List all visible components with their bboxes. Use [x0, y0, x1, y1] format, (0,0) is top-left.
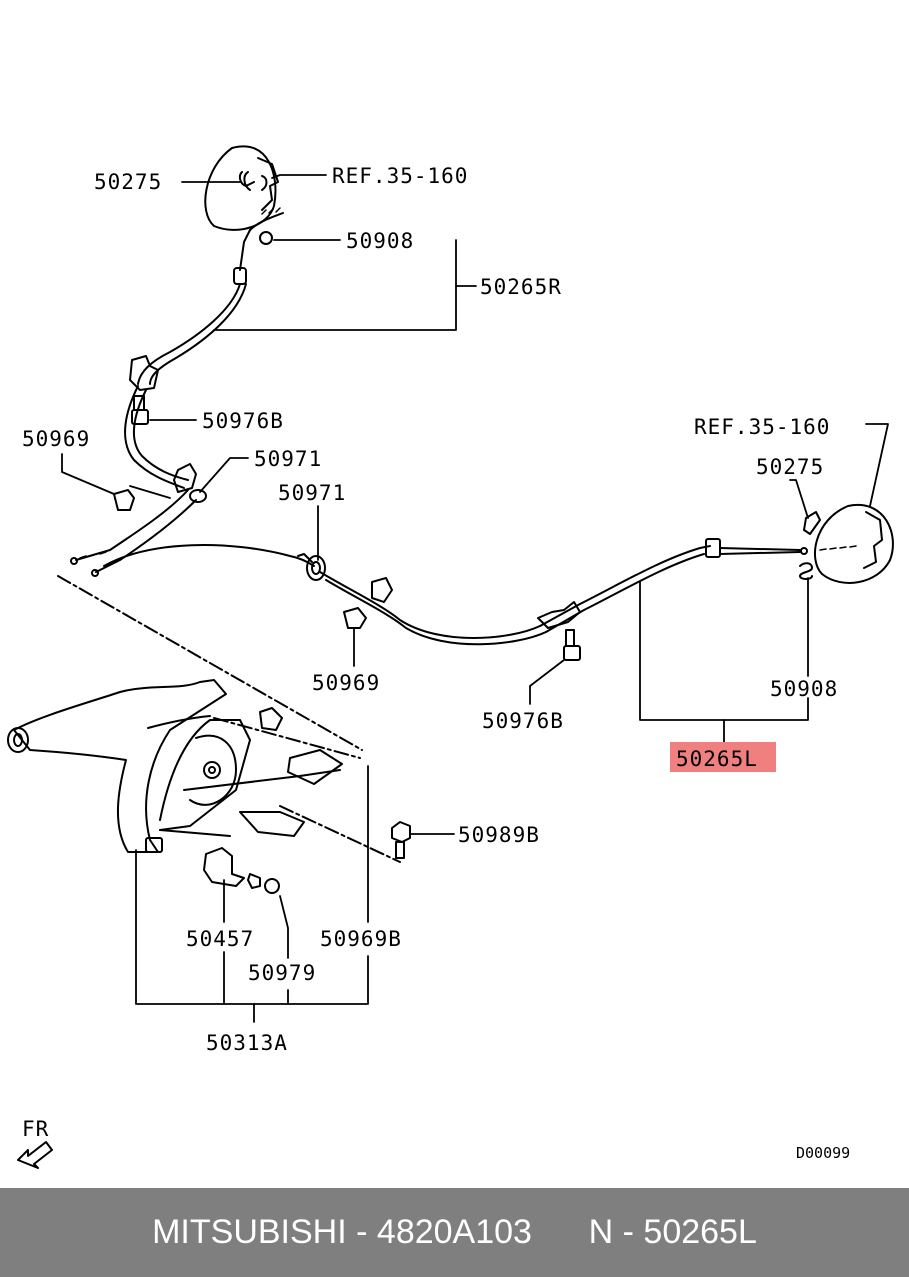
clip-50969-upper: [113, 489, 135, 511]
label-50971-upper: 50971: [254, 447, 322, 471]
cable-front-upper: [75, 489, 189, 561]
reference-number: 50265L: [643, 1213, 757, 1251]
bolt-50976b-lower: [563, 629, 581, 661]
label-ref-right: REF.35-160: [332, 164, 468, 188]
n-label: N: [588, 1213, 614, 1251]
label-50908-right: 50908: [346, 229, 414, 253]
label-50971-lower: 50971: [278, 481, 346, 505]
nut-50908-right: [259, 231, 273, 245]
bolt-50989b: [391, 821, 411, 859]
spring-50908-left: [799, 562, 813, 580]
alignment-line-3: [279, 805, 401, 863]
spacer: [532, 1213, 589, 1252]
label-50969-upper: 50969: [22, 427, 90, 451]
separator: -: [613, 1213, 644, 1251]
part-number: 4820A103: [376, 1213, 532, 1251]
clip-50275-left: [803, 511, 821, 535]
label-50969b: 50969B: [320, 927, 402, 951]
label-50265r: 50265R: [480, 275, 562, 299]
alignment-line-1: [57, 575, 363, 751]
label-50313a: 50313A: [206, 1031, 288, 1055]
label-50976b-upper: 50976B: [202, 409, 284, 433]
separator: -: [346, 1213, 377, 1251]
highlight-50265l: [670, 742, 776, 772]
label-ref-left: REF.35-160: [694, 415, 830, 439]
label-50275-right: 50275: [94, 170, 162, 194]
label-50265l: 50265L: [676, 747, 758, 771]
label-50908-left: 50908: [770, 677, 838, 701]
cable-front-lower: [95, 499, 197, 573]
cable-50265l: [103, 538, 857, 646]
label-50457: 50457: [186, 927, 254, 951]
part-info-banner: MITSUBISHI - 4820A103 N - 50265L: [0, 1188, 909, 1277]
clip-50969-lever: [259, 707, 283, 731]
brake-plate-right: [204, 145, 279, 231]
label-50979: 50979: [248, 961, 316, 985]
alignment-line-2: [213, 717, 361, 759]
diagram-code: D00099: [796, 1144, 850, 1162]
clip-50275-right: [238, 171, 255, 187]
grommet-50971-lower: [297, 553, 326, 581]
leader-lines: [61, 174, 889, 1023]
brake-plate-left: [814, 503, 894, 584]
clip-50969-lower: [343, 607, 367, 629]
bolt-50976b-upper: [131, 395, 149, 425]
parking-brake-lever: [7, 679, 343, 853]
cable-50265r: [124, 207, 284, 493]
label-50969-lower: 50969: [312, 671, 380, 695]
grommet-50971-upper: [189, 489, 207, 503]
label-50976b-lower: 50976B: [482, 709, 564, 733]
parking-brake-cable-diagram: 50275 REF.35-160 50908 50265R 50976B 509…: [7, 145, 894, 1169]
label-50275-left: 50275: [756, 455, 824, 479]
bolt-50979: [247, 873, 280, 894]
label-50989b: 50989B: [458, 823, 540, 847]
brand-name: MITSUBISHI: [152, 1213, 347, 1251]
label-fr: FR: [22, 1117, 49, 1141]
switch-50457: [203, 847, 245, 887]
front-arrow-icon: [17, 1141, 53, 1169]
